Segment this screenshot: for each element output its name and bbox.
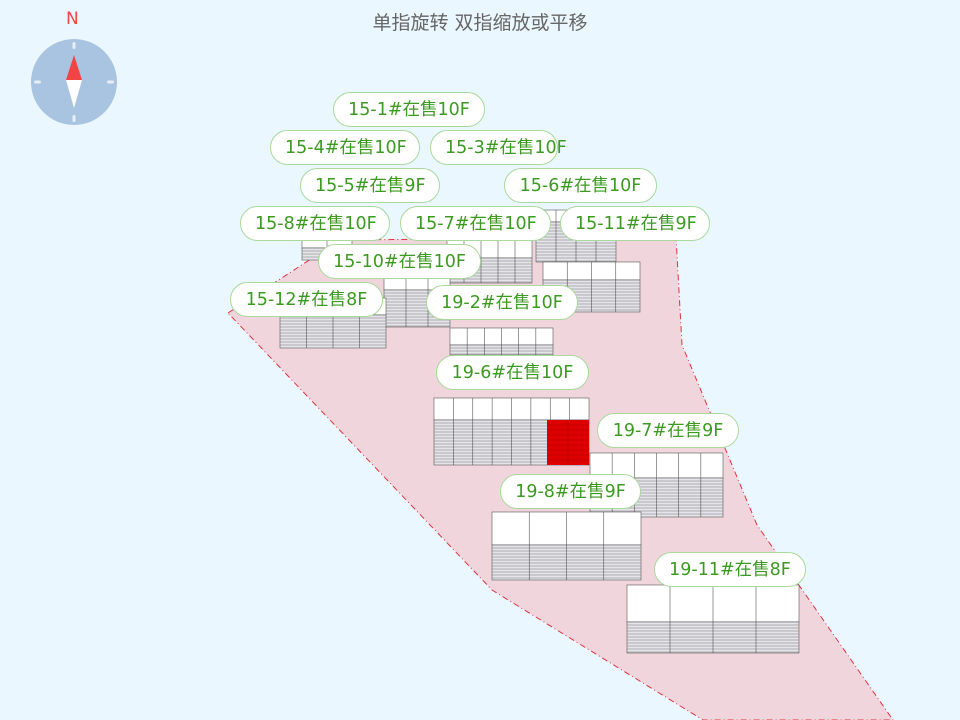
building-label[interactable]: 15-6#在售10F bbox=[504, 168, 657, 203]
building-label[interactable]: 15-11#在售9F bbox=[560, 206, 710, 241]
building-label[interactable]: 15-12#在售8F bbox=[230, 282, 383, 317]
building-label[interactable]: 15-7#在售10F bbox=[400, 206, 551, 241]
building-label[interactable]: 19-2#在售10F bbox=[426, 285, 578, 320]
building-label[interactable]: 15-1#在售10F bbox=[333, 92, 485, 127]
compass-icon[interactable] bbox=[30, 38, 118, 126]
building-label[interactable]: 19-8#在售9F bbox=[500, 474, 641, 509]
building-label[interactable]: 15-8#在售10F bbox=[240, 206, 390, 241]
gesture-hint: 单指旋转 双指缩放或平移 bbox=[372, 12, 588, 34]
building-label[interactable]: 15-3#在售10F bbox=[430, 130, 567, 165]
building-label[interactable]: 15-10#在售10F bbox=[318, 244, 481, 279]
building-label[interactable]: 19-11#在售8F bbox=[654, 552, 806, 587]
compass-north-label: N bbox=[66, 9, 79, 29]
building-label[interactable]: 19-6#在售10F bbox=[436, 355, 589, 390]
building-label[interactable]: 15-4#在售10F bbox=[270, 130, 420, 165]
building-label[interactable]: 15-5#在售9F bbox=[300, 168, 440, 203]
building-label[interactable]: 19-7#在售9F bbox=[597, 413, 739, 448]
